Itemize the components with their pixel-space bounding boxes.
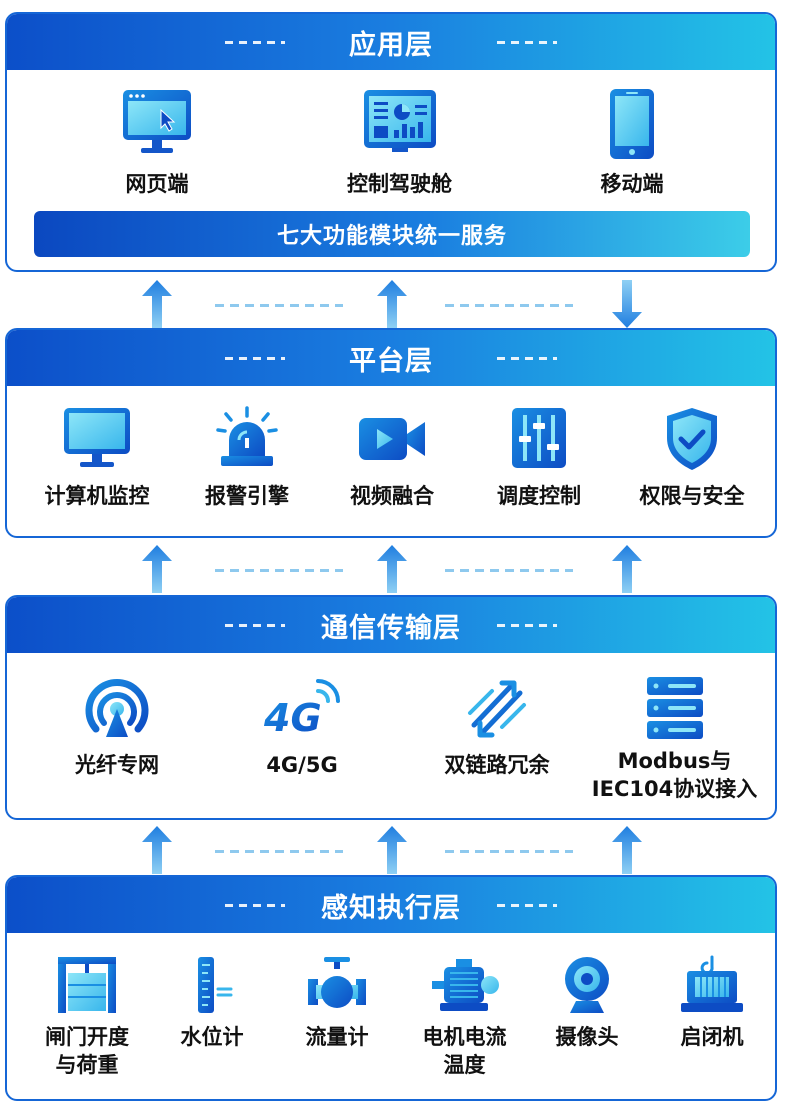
app-item-mobile-label: 移动端 <box>600 172 664 196</box>
perception-item-hoist-label: 启闭机 <box>680 1025 744 1049</box>
fiber-signal-icon <box>85 678 149 737</box>
arrow-up-icon <box>142 826 172 874</box>
platform-layer-header: 平台层 <box>7 330 775 386</box>
platform-item-dispatch-label: 调度控制 <box>497 484 581 508</box>
platform-item-security: 权限与安全 <box>617 406 767 510</box>
platform-item-security-label: 权限与安全 <box>639 484 745 508</box>
perception-item-flow-meter: 流量计 <box>272 955 402 1051</box>
hoist-icon <box>681 955 743 1012</box>
perception-item-gate-label-line2: 与荷重 <box>55 1053 119 1077</box>
platform-layer: 平台层 计算机监控 报警引擎 <box>5 328 777 538</box>
header-dash-left <box>225 624 285 627</box>
4g-signal-icon: 4G <box>263 679 340 740</box>
app-item-mobile: 移动端 <box>567 88 697 198</box>
connector-dash <box>445 569 573 572</box>
communication-layer-title: 通信传输层 <box>321 612 461 644</box>
comm-item-4g5g-label: 4G/5G <box>266 753 338 777</box>
communication-layer-header: 通信传输层 <box>7 597 775 653</box>
comm-item-dual-link: 双链路冗余 <box>422 675 572 779</box>
platform-item-dispatch: 调度控制 <box>474 406 604 510</box>
perception-item-water-level: 水位计 <box>147 955 277 1051</box>
gate-icon <box>58 957 116 1013</box>
perception-item-camera: 摄像头 <box>522 955 652 1051</box>
arrow-up-icon <box>377 826 407 874</box>
perception-item-hoist: 启闭机 <box>647 955 775 1051</box>
shield-check-icon <box>667 408 717 470</box>
perception-item-motor-label-line2: 温度 <box>443 1053 486 1077</box>
perception-layer: 感知执行层 闸门开度 与荷重 水位计 <box>5 875 777 1101</box>
perception-layer-title: 感知执行层 <box>321 892 461 924</box>
platform-item-video: 视频融合 <box>327 406 457 510</box>
app-item-web: 网页端 <box>92 88 222 198</box>
header-dash-left <box>225 41 285 44</box>
perception-item-water-level-label: 水位计 <box>180 1025 244 1049</box>
water-level-gauge-icon <box>198 957 233 1013</box>
connector-platform-comm <box>0 545 790 601</box>
connector-dash <box>215 304 343 307</box>
perception-item-gate-label-line1: 闸门开度 <box>45 1025 129 1049</box>
connector-dash <box>445 304 573 307</box>
perception-layer-header: 感知执行层 <box>7 877 775 933</box>
monitor-cursor-icon <box>123 90 191 153</box>
arrow-up-icon <box>377 280 407 328</box>
server-stack-icon <box>646 677 703 739</box>
platform-item-alarm-label: 报警引擎 <box>205 484 289 508</box>
comm-item-modbus: Modbus与 IEC104协议接入 <box>577 675 772 803</box>
computer-monitor-icon <box>64 408 130 467</box>
application-layer-title: 应用层 <box>349 29 433 61</box>
connector-dash <box>215 850 343 853</box>
dual-link-icon <box>468 680 526 738</box>
connector-comm-perception <box>0 826 790 882</box>
platform-layer-title: 平台层 <box>349 345 433 377</box>
comm-item-fiber: 光纤专网 <box>52 675 182 779</box>
header-dash-right <box>497 41 557 44</box>
comm-item-fiber-label: 光纤专网 <box>75 753 159 777</box>
connector-app-platform <box>0 280 790 336</box>
platform-item-monitoring: 计算机监控 <box>27 406 167 510</box>
comm-item-modbus-label-line1: Modbus与 <box>617 749 732 773</box>
arrow-up-icon <box>612 826 642 874</box>
platform-item-video-label: 视频融合 <box>350 484 434 508</box>
perception-item-motor-label-line1: 电机电流 <box>422 1025 507 1049</box>
perception-item-flow-meter-label: 流量计 <box>305 1025 369 1049</box>
header-dash-right <box>497 357 557 360</box>
mobile-phone-icon <box>610 89 654 159</box>
platform-item-monitoring-label: 计算机监控 <box>44 484 150 508</box>
header-dash-right <box>497 624 557 627</box>
arrow-up-icon <box>142 280 172 328</box>
mixer-sliders-icon <box>512 408 566 468</box>
app-item-web-label: 网页端 <box>125 172 189 196</box>
connector-dash <box>215 569 343 572</box>
header-dash-right <box>497 904 557 907</box>
svg-text:4G: 4G <box>263 696 322 740</box>
unified-service-bar: 七大功能模块统一服务 <box>34 211 750 257</box>
motor-icon <box>431 959 499 1011</box>
application-layer: 应用层 网页端 <box>5 12 777 272</box>
platform-item-alarm: 报警引擎 <box>182 406 312 510</box>
unified-service-text: 七大功能模块统一服务 <box>276 224 507 249</box>
application-layer-header: 应用层 <box>7 14 775 70</box>
communication-layer: 通信传输层 光纤专网 4G 4G/5G <box>5 595 777 820</box>
app-item-cockpit: 控制驾驶舱 <box>322 88 477 198</box>
comm-item-4g5g: 4G 4G/5G <box>237 675 367 779</box>
arrow-up-icon <box>612 545 642 593</box>
comm-item-modbus-label-line2: IEC104协议接入 <box>591 777 758 801</box>
arrow-down-icon <box>612 280 642 328</box>
header-dash-left <box>225 904 285 907</box>
comm-item-dual-link-label: 双链路冗余 <box>444 753 550 777</box>
connector-dash <box>445 850 573 853</box>
perception-item-gate: 闸门开度 与荷重 <box>22 955 152 1079</box>
webcam-icon <box>565 957 609 1013</box>
flow-meter-valve-icon <box>308 957 366 1008</box>
dashboard-icon <box>363 90 436 152</box>
alarm-light-icon <box>216 406 278 466</box>
app-item-cockpit-label: 控制驾驶舱 <box>347 172 452 196</box>
header-dash-left <box>225 357 285 360</box>
perception-item-camera-label: 摄像头 <box>555 1025 619 1049</box>
arrow-up-icon <box>142 545 172 593</box>
video-camera-icon <box>359 418 425 460</box>
arrow-up-icon <box>377 545 407 593</box>
perception-item-motor: 电机电流 温度 <box>397 955 532 1079</box>
